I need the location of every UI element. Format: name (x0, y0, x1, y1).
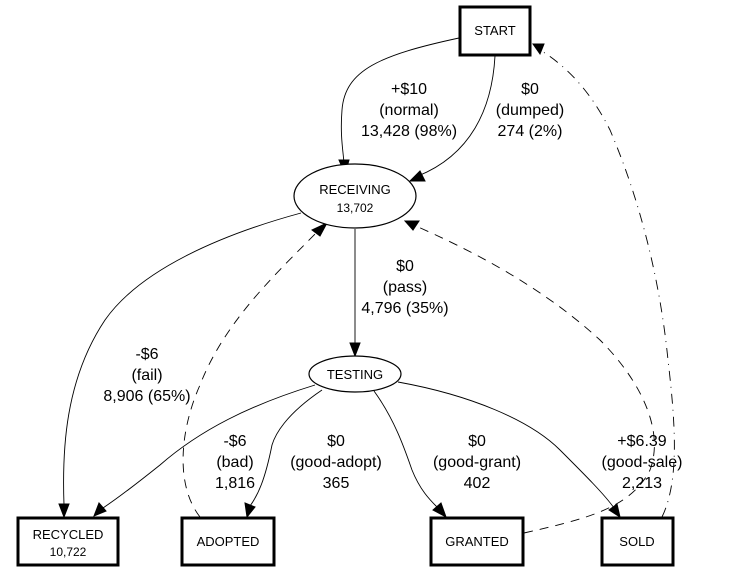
node-granted[interactable]: GRANTED (429, 516, 525, 567)
edge-label-good-grant-name: (good-grant) (433, 454, 521, 471)
edge-label-good-adopt-amount: $0 (327, 433, 345, 450)
edge-label-pass-name: (pass) (383, 279, 427, 296)
edge-good-adopt-arrowhead (244, 502, 256, 519)
edge-sold-return (539, 49, 675, 518)
edge-sold-return-arrowhead (532, 43, 545, 56)
node-testing[interactable]: TESTING (308, 355, 402, 393)
edge-label-good-sale-amount: +$6.39 (617, 433, 666, 450)
node-granted-label: GRANTED (445, 534, 509, 549)
edge-label-good-sale-name: (good-sale) (602, 454, 683, 471)
edge-dumped-arrowhead (408, 170, 426, 182)
edge-pass-arrowhead (349, 342, 361, 358)
node-receiving[interactable]: RECEIVING 13,702 (293, 163, 417, 229)
edge-label-pass: $0 (pass) 4,796 (35%) (361, 258, 448, 317)
edge-adopted-return (182, 232, 317, 518)
node-recycled-count: 10,722 (50, 545, 87, 559)
edge-label-normal-stats: 13,428 (98%) (361, 123, 457, 140)
node-sold[interactable]: SOLD (600, 516, 675, 567)
edge-label-fail-stats: 8,906 (65%) (103, 388, 190, 405)
node-adopted[interactable]: ADOPTED (180, 516, 276, 567)
node-adopted-label: ADOPTED (197, 534, 260, 549)
node-receiving-label: RECEIVING (319, 182, 391, 197)
edge-fail-arrowhead (58, 503, 70, 519)
node-sold-label: SOLD (619, 534, 654, 549)
edge-label-good-sale-stats: 2,213 (622, 475, 662, 492)
edge-label-bad-name: (bad) (216, 454, 253, 471)
edge-label-good-grant: $0 (good-grant) 402 (433, 433, 521, 492)
edge-fail (63, 212, 302, 506)
edge-normal (340, 37, 460, 164)
edge-label-fail-amount: -$6 (135, 346, 158, 363)
edge-label-good-adopt-stats: 365 (323, 475, 350, 492)
edge-label-good-grant-amount: $0 (468, 433, 486, 450)
node-recycled[interactable]: RECYCLED 10,722 (16, 516, 120, 567)
node-start-label: START (474, 23, 515, 38)
edge-adopted-return-arrowhead (311, 221, 329, 237)
edge-label-dumped-amount: $0 (521, 81, 539, 98)
node-start[interactable]: START (458, 5, 532, 57)
edge-label-normal-name: (normal) (379, 102, 439, 119)
edge-label-normal: +$10 (normal) 13,428 (98%) (361, 81, 457, 140)
edge-label-good-adopt: $0 (good-adopt) 365 (290, 433, 382, 492)
edge-label-good-grant-stats: 402 (464, 475, 491, 492)
edge-label-dumped-name: (dumped) (496, 102, 564, 119)
edge-label-normal-amount: +$10 (391, 81, 427, 98)
edge-label-pass-stats: 4,796 (35%) (361, 300, 448, 317)
edge-label-pass-amount: $0 (396, 258, 414, 275)
edge-label-fail-name: (fail) (131, 367, 162, 384)
edge-good-sale (397, 381, 615, 509)
edge-granted-return-arrowhead (403, 220, 420, 231)
edge-label-good-adopt-name: (good-adopt) (290, 454, 382, 471)
edge-label-good-sale: +$6.39 (good-sale) 2,213 (602, 433, 683, 492)
edge-label-dumped-stats: 274 (2%) (498, 123, 563, 140)
edge-bad (102, 384, 316, 509)
node-recycled-label: RECYCLED (33, 527, 104, 542)
edge-good-grant (373, 390, 438, 508)
edge-label-fail: -$6 (fail) 8,906 (65%) (103, 346, 190, 405)
edge-label-dumped: $0 (dumped) 274 (2%) (496, 81, 564, 140)
edge-label-bad-amount: -$6 (223, 433, 246, 450)
node-receiving-count: 13,702 (337, 201, 374, 215)
edge-good-grant-arrowhead (432, 502, 447, 519)
edge-good-sale-arrowhead (608, 503, 621, 519)
node-testing-label: TESTING (327, 367, 383, 382)
edge-good-adopt (249, 389, 323, 507)
edge-label-bad-stats: 1,816 (215, 475, 255, 492)
edge-bad-arrowhead (93, 502, 107, 517)
edge-dumped (417, 55, 496, 177)
edge-granted-return (415, 225, 655, 534)
edge-label-bad: -$6 (bad) 1,816 (215, 433, 255, 492)
